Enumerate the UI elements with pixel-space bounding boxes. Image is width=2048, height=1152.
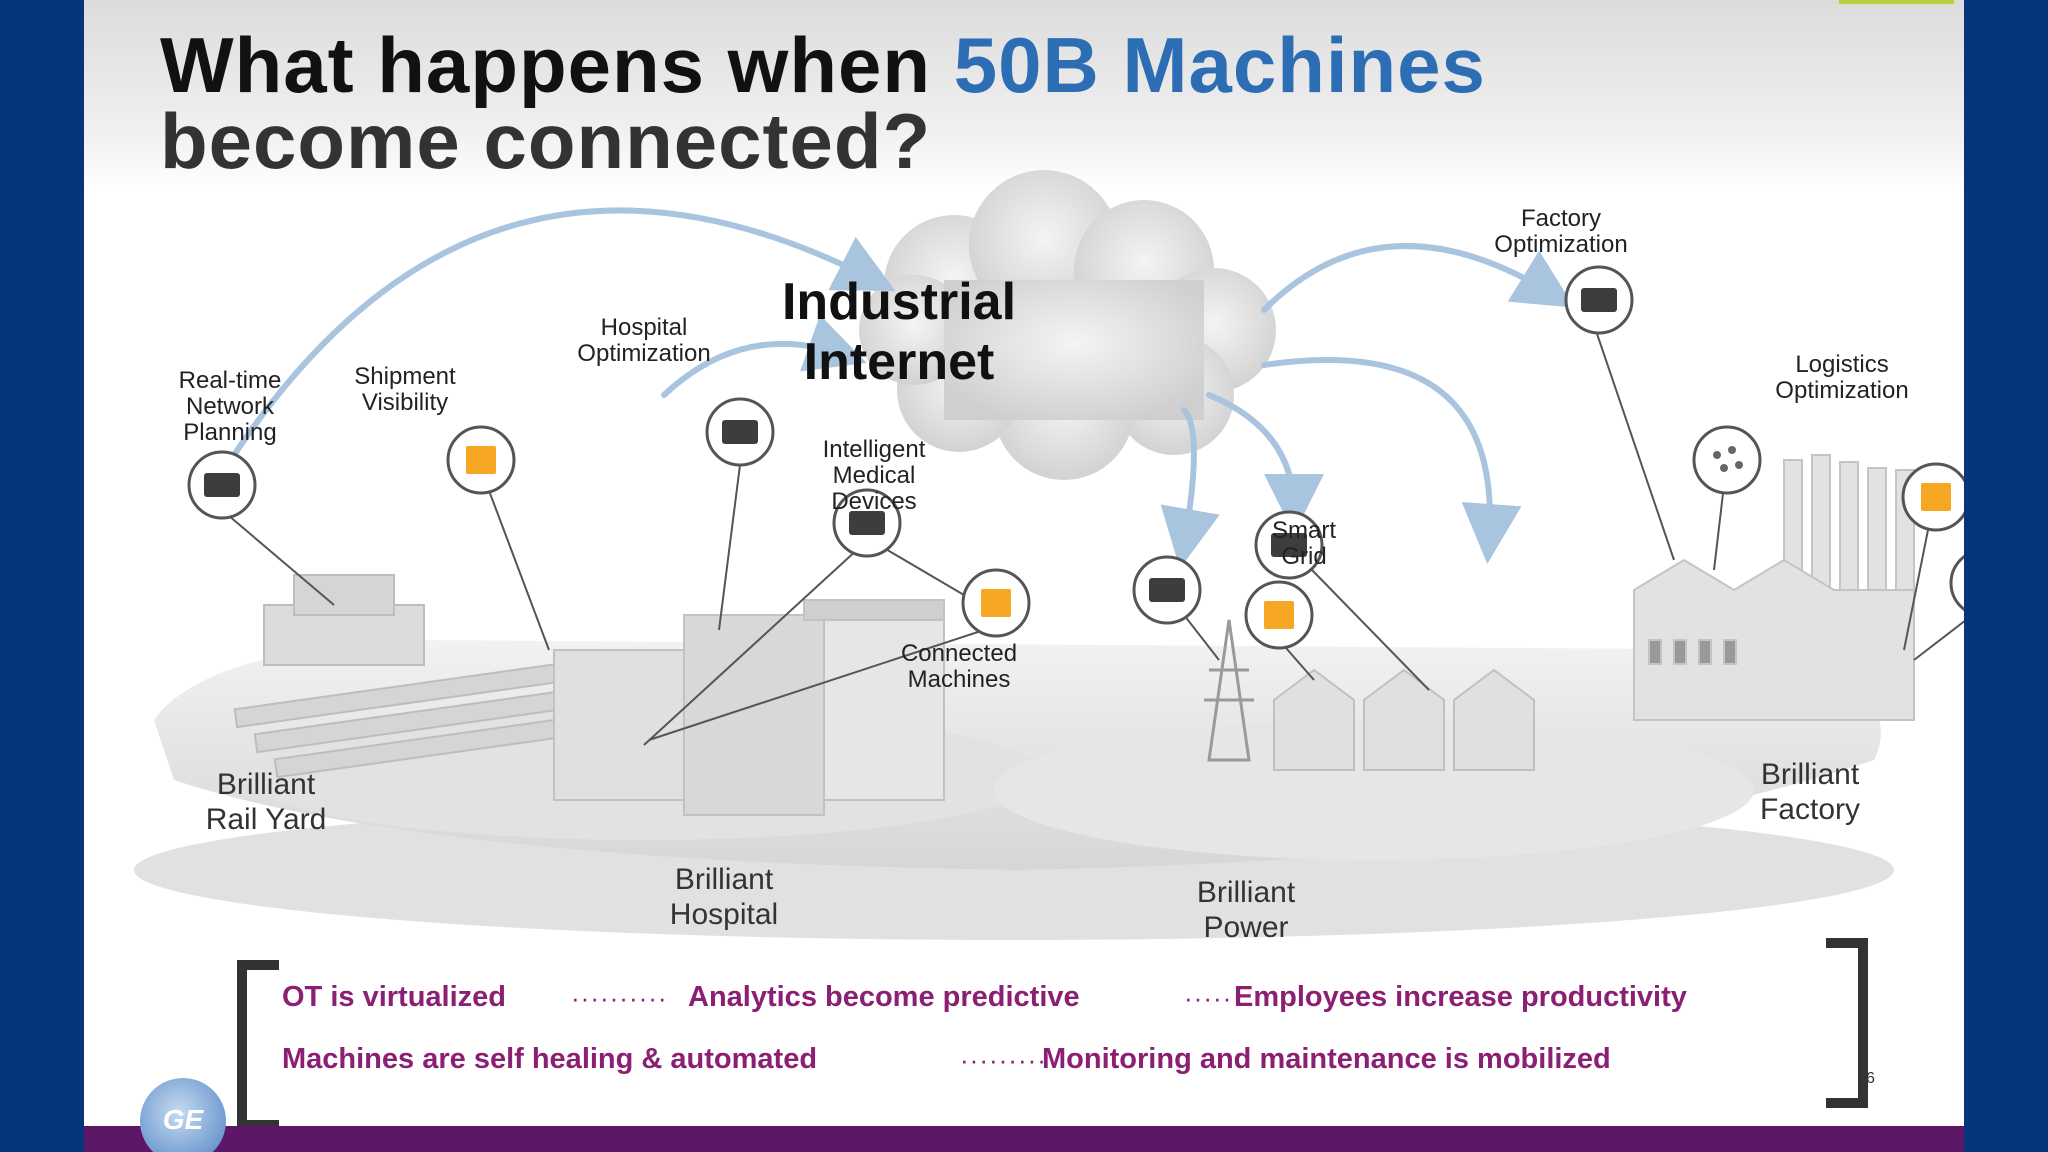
label-line: Optimization [1494, 231, 1628, 258]
footer-bar [84, 1126, 1964, 1152]
title-line-2: become connected? [160, 97, 932, 185]
label-line: Real-time [178, 367, 282, 394]
title-line-1: What happens when 50B Machines [160, 20, 1486, 111]
pin-factory-sensor-2 [1949, 554, 1964, 612]
pin-power-shipment [1244, 580, 1314, 650]
label-connected-machines: Connected Machines [869, 641, 1049, 693]
label-line: Machines [907, 666, 1011, 693]
label-line: Brilliant [216, 768, 316, 801]
label-medical-devices: Intelligent Medical Devices [794, 437, 954, 515]
label-line: Intelligent [822, 436, 926, 463]
label-line: Factory [1520, 205, 1601, 232]
hospital-illustration [553, 599, 945, 816]
accent-bar [1839, 0, 1954, 4]
cloud-label-line1: Industrial [781, 273, 1017, 331]
label-line: Optimization [577, 340, 711, 367]
bullet-analytics-predictive: Analytics become predictive [688, 981, 1080, 1013]
cloud-label-line2: Internet [803, 333, 995, 391]
pin-realtime-network [187, 450, 257, 520]
label-line: Brilliant [674, 863, 774, 896]
label-line: Power [1203, 911, 1289, 944]
illustration [134, 170, 1964, 940]
label-line: Brilliant [1196, 876, 1296, 909]
label-line: Grid [1281, 543, 1327, 570]
area-label-rail-yard: Brilliant Rail Yard [166, 767, 366, 837]
bullet-monitoring-mobilized: Monitoring and maintenance is mobilized [1042, 1043, 1611, 1075]
label-line: Hospital [669, 898, 779, 931]
label-factory-optimization: Factory Optimization [1466, 206, 1656, 258]
label-line: Planning [183, 419, 277, 446]
cloud-label: Industrial Internet [774, 272, 1024, 392]
power-illustration [1204, 619, 1535, 771]
label-logistics-optimization: Logistics Optimization [1747, 352, 1937, 404]
title-highlight: 50B Machines [953, 21, 1486, 109]
area-label-power: Brilliant Power [1146, 875, 1346, 945]
label-line: Rail Yard [205, 803, 327, 836]
area-label-factory: Brilliant Factory [1710, 757, 1910, 827]
pin-hospital-optimization [705, 397, 775, 467]
pin-connected-machines [961, 568, 1031, 638]
title-text: What happens when [160, 21, 954, 109]
label-line: Devices [831, 488, 917, 515]
dotted-leader: ·········· [571, 983, 668, 1013]
pin-smart-grid [1254, 510, 1324, 580]
bullet-machines-self-healing: Machines are self healing & automated [282, 1043, 818, 1075]
label-line: Optimization [1775, 377, 1909, 404]
label-line: Network [185, 393, 275, 420]
label-line: Visibility [361, 389, 449, 416]
label-hospital-optimization: Hospital Optimization [549, 315, 739, 367]
pin-shipment-visibility [446, 425, 516, 495]
ge-logo: GE [140, 1078, 226, 1152]
pin-logistics-shipment [1901, 462, 1964, 532]
bullet-employees-productivity: Employees increase productivity [1234, 981, 1687, 1013]
page-number: 6 [1866, 1070, 1875, 1087]
area-label-hospital: Brilliant Hospital [624, 862, 824, 932]
label-line: Shipment [354, 363, 456, 390]
label-shipment-visibility: Shipment Visibility [320, 364, 490, 416]
label-line: Medical [832, 462, 916, 489]
pin-factory-optimization [1564, 265, 1634, 335]
label-line: Logistics [1795, 351, 1889, 378]
bullet-ot-virtualized: OT is virtualized [282, 981, 506, 1013]
industrial-internet-cloud [859, 170, 1276, 480]
pins [187, 265, 1964, 650]
label-line: Factory [1759, 793, 1861, 826]
label-line: Hospital [600, 314, 688, 341]
pin-medical-devices [832, 488, 902, 558]
bracket-left [237, 960, 279, 1130]
label-smart-grid: Smart Grid [1239, 518, 1369, 570]
dotted-leader: ········· [960, 1045, 1047, 1075]
bracket-right [1826, 938, 1868, 1108]
label-realtime-network: Real-time Network Planning [130, 368, 330, 446]
slide: What happens when 50B Machines become co… [84, 0, 1964, 1152]
connection-arrows [231, 207, 1575, 569]
logo-text: GE [162, 1104, 204, 1135]
label-line: Brilliant [1760, 758, 1860, 791]
label-line: Connected [900, 640, 1018, 667]
pin-power-left [1132, 555, 1202, 625]
dotted-leader: ····· [1184, 983, 1233, 1013]
label-line: Smart [1271, 517, 1336, 544]
factory-illustration [1633, 454, 1915, 721]
pin-factory-sensor-1 [1692, 425, 1762, 495]
